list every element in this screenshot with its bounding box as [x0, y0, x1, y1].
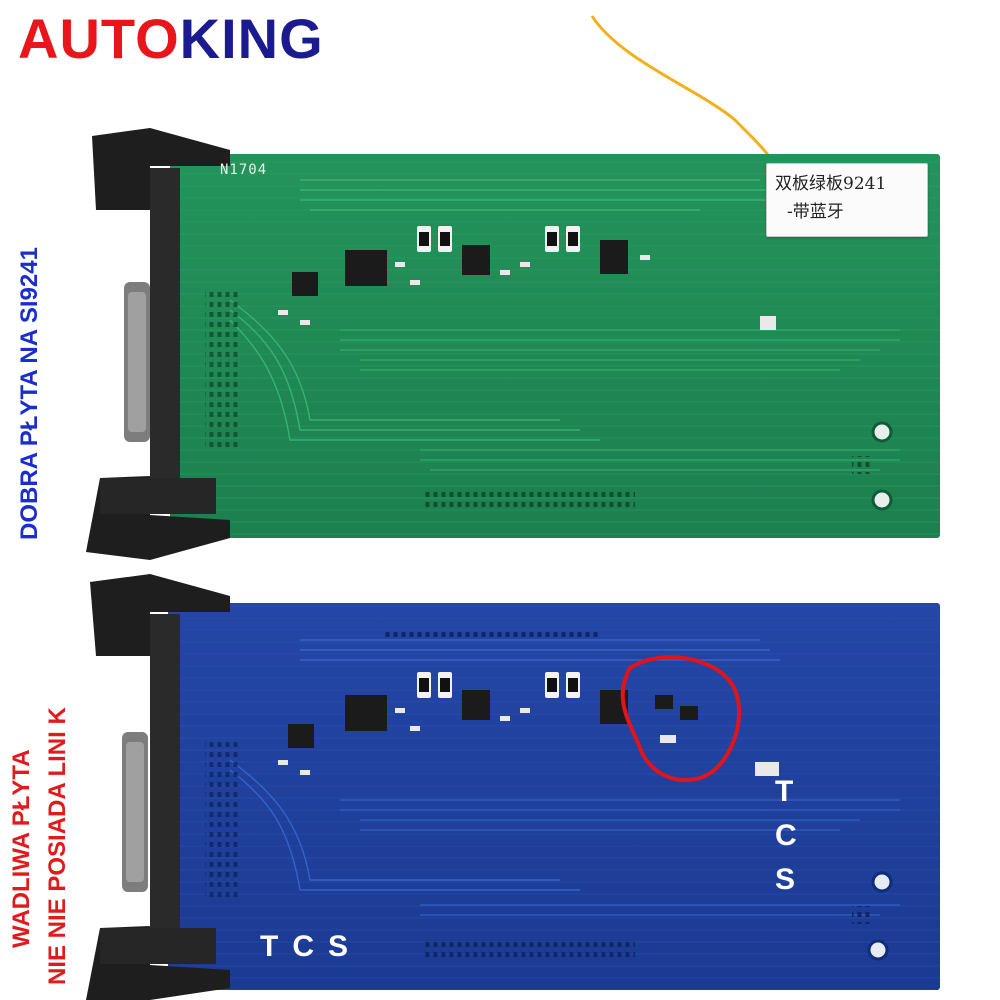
green-board-sticker: 双板绿板9241 -带蓝牙	[766, 163, 928, 237]
tcs-letter: T	[775, 775, 808, 808]
sticker-line1: 双板绿板9241	[775, 174, 887, 194]
brand-logo-part2: KING	[179, 7, 324, 70]
blue-board-tcs-horizontal: TCS	[260, 930, 362, 963]
brand-logo-part1: AUTO	[18, 7, 180, 70]
blue-board-tcs-vertical: T C S	[775, 770, 805, 902]
tcs-letter: S	[775, 863, 810, 896]
green-board-code: N1704	[220, 162, 268, 178]
antenna-wire	[590, 15, 772, 159]
green-pcb-board	[170, 154, 940, 538]
highlight-circle	[620, 655, 741, 783]
bad-board-label-line2: NIE NIE POSIADA LINI K	[44, 707, 71, 985]
sticker-line2: -带蓝牙	[787, 202, 844, 222]
tcs-letter: C	[775, 819, 811, 852]
good-board-label: DOBRA PŁYTA NA SI9241	[16, 247, 43, 540]
blue-db-connector	[86, 574, 230, 1000]
brand-logo: AUTOKING	[18, 4, 324, 74]
bad-board-label-line1: WADLIWA PŁYTA	[8, 749, 35, 948]
blue-pcb-board	[168, 603, 940, 990]
green-db-connector	[86, 128, 230, 560]
